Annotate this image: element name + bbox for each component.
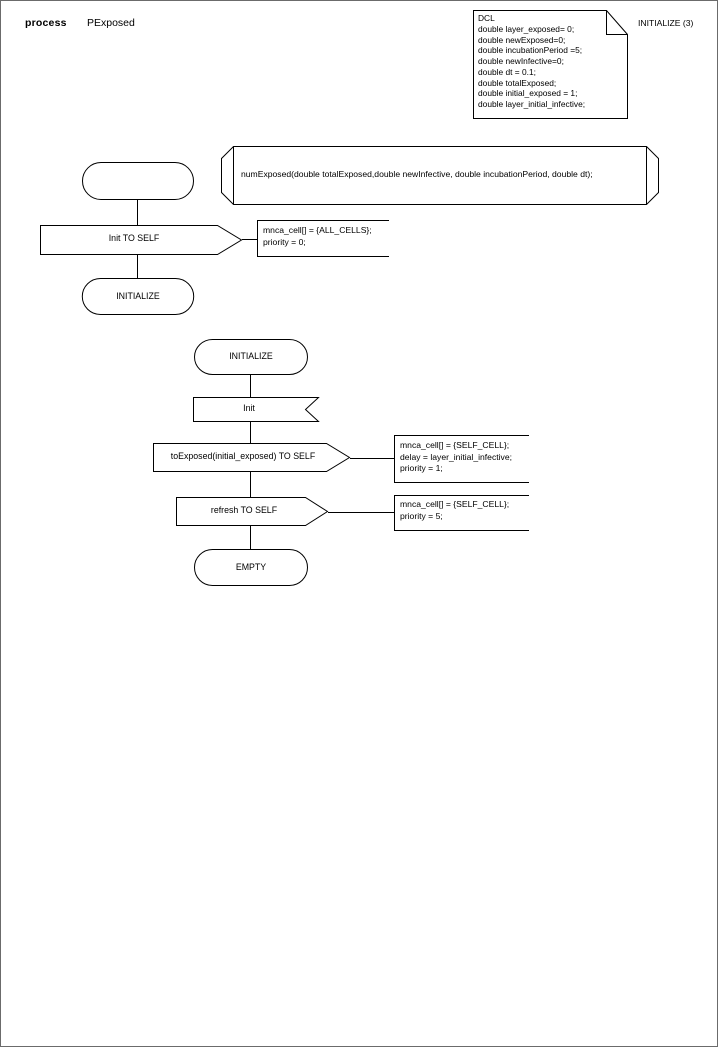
output-label: toExposed(initial_exposed) TO SELF (170, 451, 316, 461)
dcl-box (473, 10, 628, 119)
state-label: EMPTY (235, 562, 267, 572)
comment-text: mnca_cell[] = {SELF_CELL}; delay = layer… (400, 440, 513, 473)
comment-leader-line (328, 512, 395, 513)
comment-symbol (394, 495, 529, 531)
comment-text: mnca_cell[] = {SELF_CELL}; priority = 5; (400, 499, 510, 521)
start-symbol (82, 162, 194, 200)
state-symbol-initialize (81, 278, 195, 315)
procedure-signature: numExposed(double totalExposed,double ne… (241, 169, 593, 179)
input-symbol-init (193, 397, 320, 422)
output-symbol-init-to-self (40, 225, 243, 255)
connector-line (250, 472, 251, 497)
process-keyword: process (25, 17, 67, 29)
state-label: INITIALIZE (229, 351, 273, 361)
comment-leader-line (350, 458, 395, 459)
connector-line (250, 422, 251, 443)
output-label: refresh TO SELF (210, 505, 278, 515)
comment-symbol (257, 220, 389, 257)
comment-text: mnca_cell[] = {ALL_CELLS}; priority = 0; (263, 225, 372, 247)
procedure-box (221, 146, 659, 205)
connector-line (137, 200, 138, 225)
state-symbol-initialize-entry (194, 339, 308, 375)
page-label: INITIALIZE (3) (638, 18, 694, 28)
connector-line (137, 255, 138, 278)
output-symbol-refresh (176, 497, 329, 526)
connector-line (250, 526, 251, 549)
input-label: Init (243, 403, 255, 413)
dcl-text: DCL double layer_exposed= 0; double newE… (478, 13, 586, 109)
connector-line (250, 375, 251, 397)
comment-leader-line (242, 239, 258, 240)
output-label: Init TO SELF (108, 233, 160, 243)
comment-symbol (394, 435, 529, 483)
state-label: INITIALIZE (116, 291, 160, 301)
output-symbol-toexposed (153, 443, 351, 472)
process-name: PExposed (87, 17, 135, 29)
state-symbol-empty (194, 549, 308, 586)
